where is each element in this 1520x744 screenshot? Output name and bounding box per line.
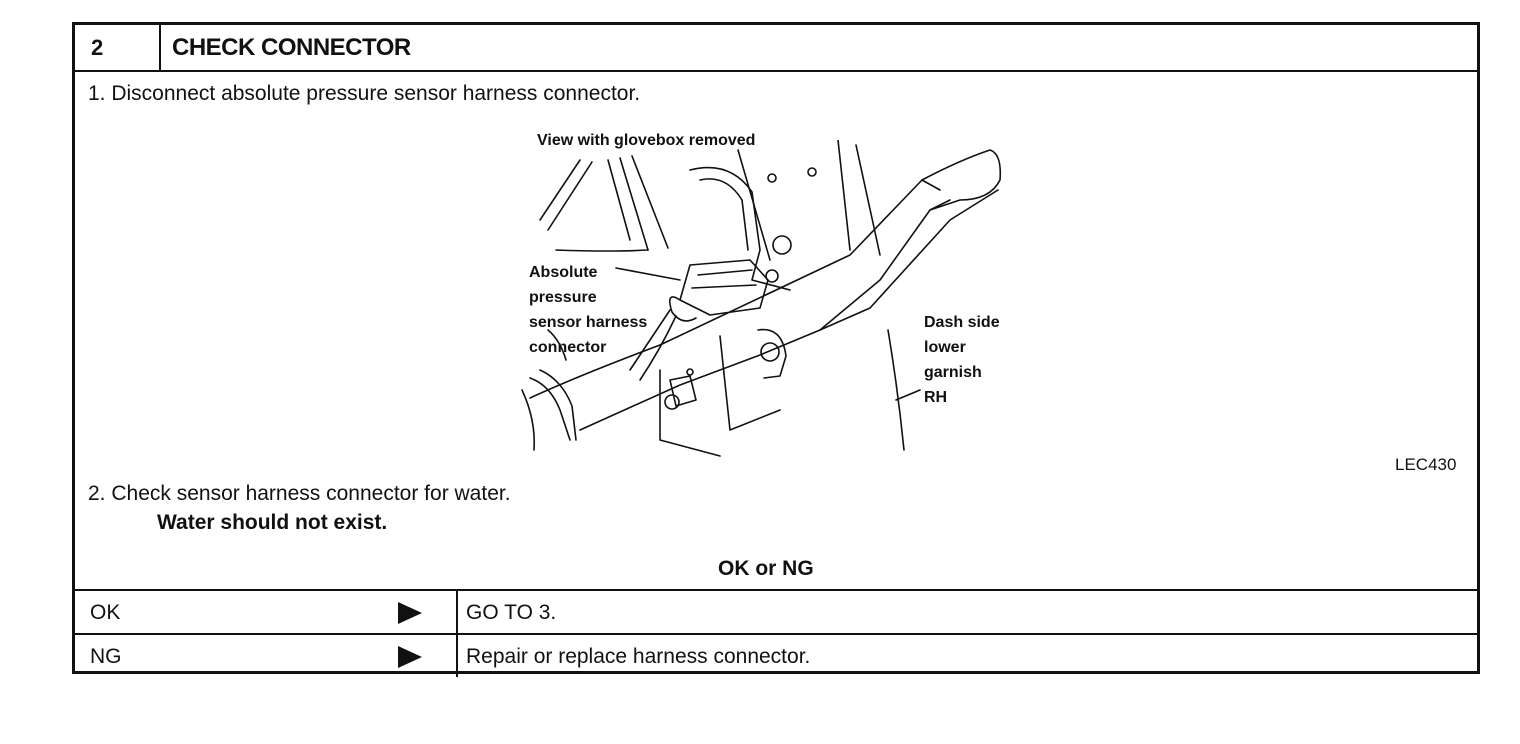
arrow-right-icon xyxy=(398,602,422,624)
result-ok-label: OK xyxy=(90,601,121,624)
dashboard-illustration xyxy=(521,140,1002,457)
row-rule xyxy=(75,633,1477,635)
callout-right-line: Dash side xyxy=(924,314,1000,331)
callout-right-line: garnish xyxy=(924,364,982,381)
callout-right-line: RH xyxy=(924,389,948,406)
step-number: 2 xyxy=(91,35,104,60)
procedure-sheet: 2 CHECK CONNECTOR 1. Disconnect absolute… xyxy=(72,22,1480,677)
instruction-step-2: 2. Check sensor harness connector for wa… xyxy=(88,482,511,505)
callout-left-line: pressure xyxy=(529,289,597,306)
callout-right-line: lower xyxy=(924,339,966,356)
result-divider xyxy=(456,589,458,677)
step-title: CHECK CONNECTOR xyxy=(172,34,411,61)
result-ng-label: NG xyxy=(90,645,122,668)
header-rule xyxy=(75,70,1477,72)
figure-code: LEC430 xyxy=(1395,455,1457,474)
figure-caption: View with glovebox removed xyxy=(537,132,756,149)
callout-left-line: Absolute xyxy=(529,264,598,281)
arrow-right-icon xyxy=(398,646,422,668)
callout-left-line: sensor harness xyxy=(529,314,648,331)
result-ok-action: GO TO 3. xyxy=(466,601,557,624)
header-divider xyxy=(159,25,161,71)
result-ng-action: Repair or replace harness connector. xyxy=(466,645,811,668)
callout-left-line: connector xyxy=(529,339,607,356)
expected-result: Water should not exist. xyxy=(157,511,388,534)
decision-rule xyxy=(75,589,1477,591)
callout-right: Dash side lower garnish RH xyxy=(924,310,1000,410)
instruction-step-1: 1. Disconnect absolute pressure sensor h… xyxy=(88,82,641,105)
callout-left: Absolute pressure sensor harness connect… xyxy=(529,260,647,360)
decision-prompt: OK or NG xyxy=(718,557,814,580)
